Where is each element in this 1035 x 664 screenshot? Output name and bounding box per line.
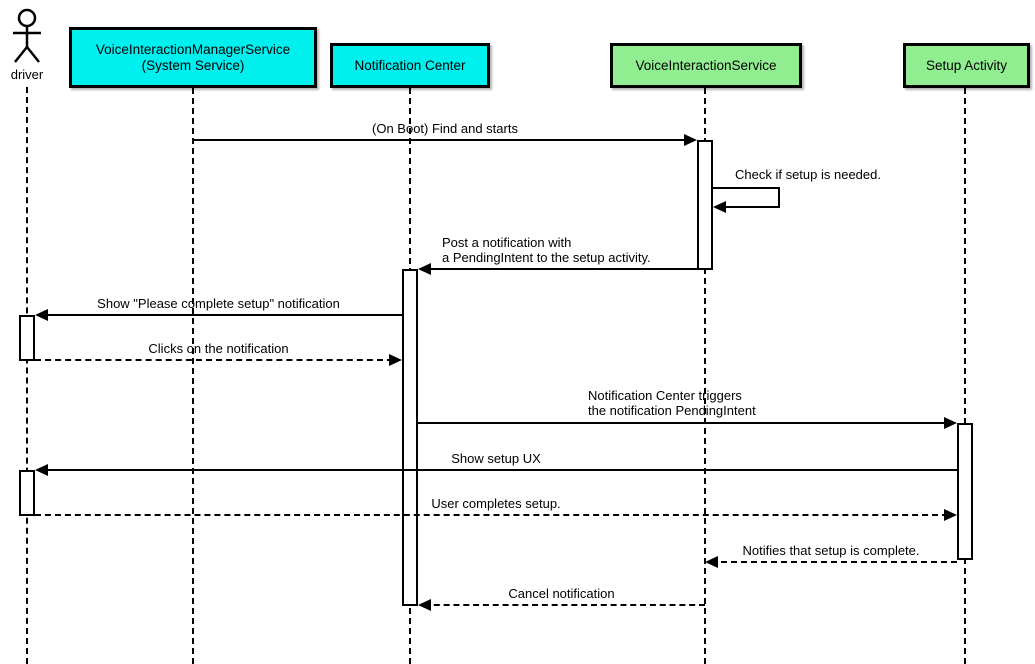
self-call-right-line (778, 187, 780, 208)
message-label-on-boot: (On Boot) Find and starts (372, 121, 518, 136)
activation-bar-voiceinteractionservice (697, 140, 713, 270)
self-call-top-line (713, 187, 780, 189)
activation-bar-setup-activity (957, 423, 973, 560)
message-label-post-notification: Post a notification with a PendingIntent… (442, 235, 651, 265)
message-line-cancel-notification (424, 604, 705, 606)
message-line-show-setup-ux (41, 469, 957, 471)
self-call-bottom-line (722, 206, 780, 208)
lifeline-voiceinteractionmanagerservice (192, 88, 194, 664)
message-line-post-notification (424, 268, 697, 270)
arrowhead-right-icon (389, 354, 402, 366)
lifeline-voiceinteractionservice (704, 88, 706, 664)
message-line-triggers-pendingintent (418, 422, 951, 424)
lifeline-setup-activity (964, 88, 966, 664)
message-line-user-completes-setup (35, 514, 948, 516)
participant-box-voiceinteractionservice: VoiceInteractionService (610, 43, 802, 88)
message-line-on-boot (193, 139, 693, 141)
message-line-setup-complete (711, 561, 957, 563)
message-label-triggers-pendingintent: Notification Center triggers the notific… (588, 388, 756, 418)
message-label-show-setup-ux: Show setup UX (451, 451, 541, 466)
actor-driver-icon (13, 8, 41, 63)
arrowhead-left-icon (35, 464, 48, 476)
arrowhead-right-icon (944, 509, 957, 521)
message-line-clicks-notification (35, 359, 393, 361)
lifeline-driver (26, 87, 28, 664)
participant-box-setup-activity: Setup Activity (903, 43, 1030, 88)
arrowhead-left-icon (418, 263, 431, 275)
activation-bar-driver-2 (19, 470, 35, 516)
arrowhead-left-icon (418, 599, 431, 611)
arrowhead-right-icon (944, 417, 957, 429)
message-label-user-completes-setup: User completes setup. (431, 496, 561, 511)
arrowhead-left-icon (35, 309, 48, 321)
arrowhead-left-icon (705, 556, 718, 568)
actor-driver-label: driver (10, 67, 44, 82)
participant-box-voiceinteractionmanagerservice: VoiceInteractionManagerService (System S… (69, 27, 317, 88)
activation-bar-driver-1 (19, 315, 35, 361)
message-label-show-notification: Show "Please complete setup" notificatio… (97, 296, 340, 311)
message-label-cancel-notification: Cancel notification (508, 586, 615, 601)
participant-box-notification-center: Notification Center (330, 43, 490, 88)
message-label-clicks-notification: Clicks on the notification (148, 341, 289, 356)
message-label-check-setup: Check if setup is needed. (735, 167, 881, 182)
message-label-setup-complete: Notifies that setup is complete. (742, 543, 920, 558)
arrowhead-left-icon (713, 201, 726, 213)
arrowhead-right-icon (684, 134, 697, 146)
activation-bar-notification-center (402, 269, 418, 606)
message-line-show-notification (41, 314, 402, 316)
